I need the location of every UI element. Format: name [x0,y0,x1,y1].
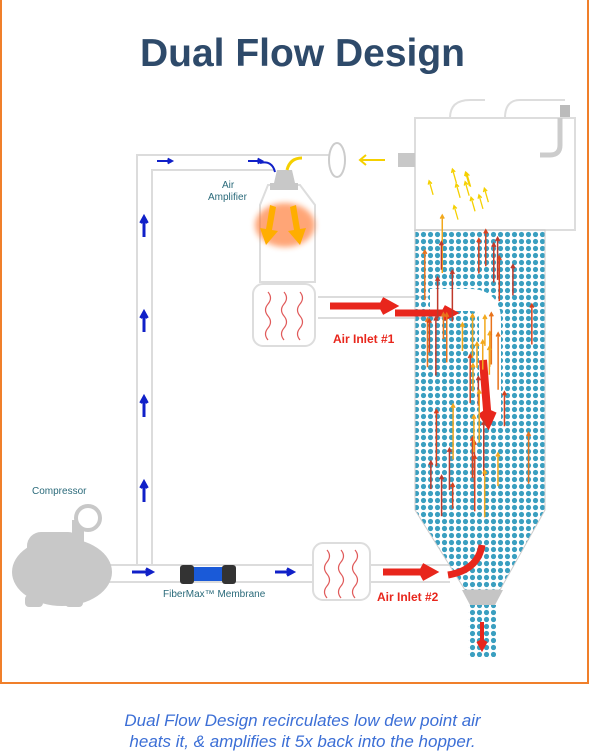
yellow-air-arrow [454,182,461,198]
yellow-air-arrow [463,180,470,196]
air-amplifier-label-line2: Amplifier [208,192,248,203]
blue-flow-arrow [157,157,175,165]
membrane-label: FiberMax™ Membrane [163,589,266,600]
pellet-air-arrow [472,453,478,512]
caption-line-2: heats it, & amplifies it 5x back into th… [129,732,476,751]
pellet-air-arrow [491,241,497,283]
air-pipes [100,154,450,583]
pellet-air-arrow [446,446,453,490]
pellet-air-arrow [467,353,473,404]
pellet-air-arrow [495,451,501,487]
blue-flow-arrow [275,567,297,577]
pellet-air-arrow [450,481,456,509]
compressor-label: Compressor [32,486,87,497]
air-amplifier-label-line1: Air [222,180,235,191]
pellet-air-arrow [501,390,508,427]
pellet-air-arrow [439,474,445,517]
red-inlet-arrow [478,359,497,431]
yellow-air-arrow [452,204,459,220]
pellet-air-arrow [496,254,502,302]
pellet-air-arrow [428,459,434,490]
pellet-air-arrow [481,419,487,476]
pellet-air-arrow [435,275,441,319]
pellet-air-arrow [495,331,501,390]
pellet-air-arrow [471,413,477,453]
pellet-air-arrow [483,228,489,267]
yellow-air-arrow [469,195,476,212]
pellet-air-arrow [529,302,535,345]
heater-1-icon [252,283,316,347]
pellet-air-arrow [510,263,516,296]
dual-flow-diagram: Compressor FiberMax™ Membrane Air Amplif… [12,99,576,657]
pellet-air-arrow [486,344,492,375]
pellet-air-arrow [440,311,447,340]
hopper [414,99,576,657]
pellet-air-arrow [469,312,476,359]
compressor-icon [12,504,112,607]
pellet-air-arrow [470,362,476,392]
blue-flow-arrow [139,213,149,237]
pellet-air-arrow [450,402,456,460]
pellet-air-arrow [480,338,486,370]
pellet-air-arrow [476,237,482,274]
red-inlet-arrow [383,563,440,581]
red-discharge-arrow [476,622,488,653]
heater-2-icon [312,542,371,601]
air-inlet-1-label: Air Inlet #1 [333,332,395,346]
air-amplifier-icon [255,156,316,283]
flow-arrows [132,157,535,653]
pellet-air-arrow [449,268,455,322]
blue-flow-arrow [132,567,156,577]
blue-flow-arrow [139,478,149,502]
blue-flow-arrow [139,393,149,417]
pellet-air-arrow [433,315,439,376]
caption: Dual Flow Design recirculates low dew po… [0,710,605,752]
yellow-air-arrow [477,193,484,210]
pellet-air-arrow [438,240,444,270]
yellow-air-arrow [450,167,458,184]
page-title: Dual Flow Design [139,32,466,75]
filter-icon [328,142,415,178]
blue-flow-arrow [139,308,149,332]
pellet-air-arrow [422,248,428,301]
pellet-air-arrow [433,408,439,467]
caption-line-1: Dual Flow Design recirculates low dew po… [124,711,481,730]
pellet-air-arrow [526,430,532,484]
pellet-air-arrow [426,317,432,353]
air-inlet-2-label: Air Inlet #2 [377,590,439,604]
red-inlet-arrow [330,297,400,315]
pellet-air-arrow [474,340,480,368]
red-curved-arrow [447,544,486,579]
membrane-icon [180,565,236,584]
pellet-air-arrow [482,468,488,518]
pellet-air-arrow [482,313,488,346]
pellet-air-arrow [476,388,482,443]
diagram-frame [0,0,589,684]
blue-flow-arrow [248,157,265,165]
pellet-air-arrow [459,321,466,352]
pellet-air-arrow [488,311,494,365]
yellow-air-arrow [427,179,434,195]
yellow-air-arrow [482,186,489,203]
yellow-air-arrow [465,171,472,187]
